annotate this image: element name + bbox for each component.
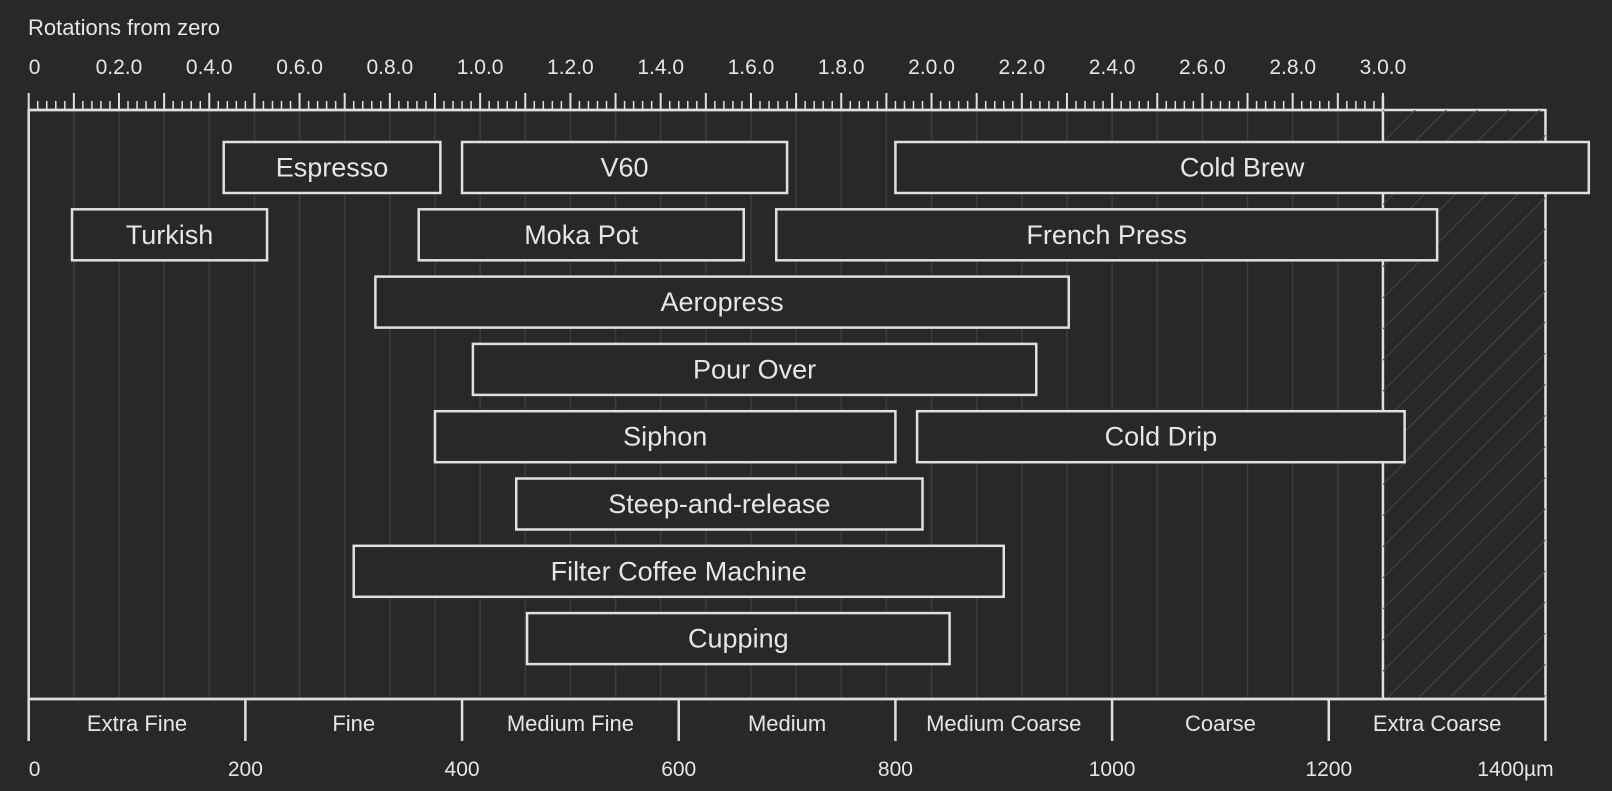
top-tick-label: 0.4.0	[186, 56, 233, 79]
top-tick-label: 2.0.0	[908, 56, 955, 79]
bar-rect	[374, 275, 1071, 329]
top-tick-label: 0	[29, 56, 41, 79]
bottom-tick-label: 1000	[1089, 758, 1136, 781]
bar-rect	[894, 140, 1591, 195]
grind-category-label: Fine	[332, 711, 375, 736]
bar-rect	[471, 342, 1038, 397]
bottom-tick-label: 200	[228, 758, 263, 781]
bar-rect	[525, 611, 951, 666]
bar-label: Siphon	[623, 422, 707, 452]
grind-category-label: Medium	[748, 711, 826, 736]
bottom-tick-label: 400	[445, 758, 480, 781]
top-tick-label: 1.4.0	[637, 56, 684, 79]
grind-category-label: Extra Fine	[87, 711, 187, 736]
bottom-tick-label: 1200	[1305, 758, 1352, 781]
top-tick-label: 1.6.0	[728, 56, 775, 79]
bar-rect	[915, 409, 1406, 464]
top-tick-label: 1.2.0	[547, 56, 594, 79]
bar-cold-brew: Cold Brew	[894, 140, 1591, 195]
bar-siphon: Siphon	[433, 409, 897, 464]
bar-label: Cold Drip	[1105, 422, 1218, 452]
top-tick-label: 0.8.0	[366, 56, 413, 79]
bar-label: Pour Over	[693, 354, 816, 384]
bar-rect	[514, 477, 924, 531]
bar-french-press: French Press	[774, 208, 1439, 262]
bottom-tick-label: 600	[661, 758, 696, 781]
bar-rect	[352, 544, 1006, 599]
bar-turkish: Turkish	[70, 208, 269, 262]
top-tick-label: 2.8.0	[1269, 56, 1316, 79]
top-tick-label: 0.2.0	[96, 56, 143, 79]
top-tick-label: 2.4.0	[1089, 56, 1136, 79]
bar-aeropress: Aeropress	[374, 275, 1071, 329]
bar-rect	[460, 140, 789, 195]
bar-steep-and-release: Steep-and-release	[514, 477, 924, 531]
bar-label: Turkish	[126, 220, 214, 250]
bar-label: Cold Brew	[1180, 153, 1305, 183]
bottom-tick-label: 800	[878, 758, 913, 781]
bottom-tick-label: 1400µm	[1477, 758, 1553, 781]
top-tick-label: 2.6.0	[1179, 56, 1226, 79]
bar-filter-coffee-machine: Filter Coffee Machine	[352, 544, 1006, 599]
bar-label: Filter Coffee Machine	[551, 556, 807, 586]
bar-rect	[433, 409, 897, 464]
bar-rect	[774, 208, 1439, 262]
bar-v60: V60	[460, 140, 789, 195]
top-tick-label: 2.2.0	[998, 56, 1045, 79]
bar-rect	[222, 140, 442, 195]
bar-label: Steep-and-release	[608, 489, 830, 519]
plot-frame	[27, 108, 1547, 701]
top-tick-label: 0.6.0	[276, 56, 323, 79]
top-tick-label: 1.8.0	[818, 56, 865, 79]
grind-category-label: Medium Coarse	[926, 711, 1081, 736]
bar-rect	[70, 208, 269, 262]
bar-cupping: Cupping	[525, 611, 951, 666]
bottom-tick-label: 0	[29, 758, 41, 781]
grind-category-label: Medium Fine	[507, 711, 634, 736]
out-of-range-area	[1382, 110, 1546, 699]
bar-cold-drip: Cold Drip	[915, 409, 1406, 464]
bar-rect	[417, 208, 745, 262]
grind-category-label: Coarse	[1185, 711, 1256, 736]
bar-pour-over: Pour Over	[471, 342, 1038, 397]
grind-category-label: Extra Coarse	[1373, 711, 1501, 736]
bar-label: V60	[601, 153, 649, 183]
bar-label: French Press	[1026, 220, 1187, 250]
top-tick-label: 3.0.0	[1360, 56, 1407, 79]
bar-label: Aeropress	[661, 287, 784, 317]
top-axis-title: Rotations from zero	[28, 15, 220, 40]
bar-label: Moka Pot	[524, 220, 639, 250]
bar-label: Espresso	[276, 153, 389, 183]
bar-label: Cupping	[688, 624, 789, 654]
bar-moka-pot: Moka Pot	[417, 208, 745, 262]
bar-espresso: Espresso	[222, 140, 442, 195]
top-axis: 0 0.2.0 0.4.0 0.6.0 0.8.0 1.0.0 1.2.0 1.4.0 1.6.…	[27, 56, 1407, 112]
top-tick-label: 1.0.0	[457, 56, 504, 79]
hatched-region	[1382, 110, 1546, 699]
bottom-axis: Extra Fine Fine Medium Fine Medium Medium Co…	[27, 697, 1554, 781]
